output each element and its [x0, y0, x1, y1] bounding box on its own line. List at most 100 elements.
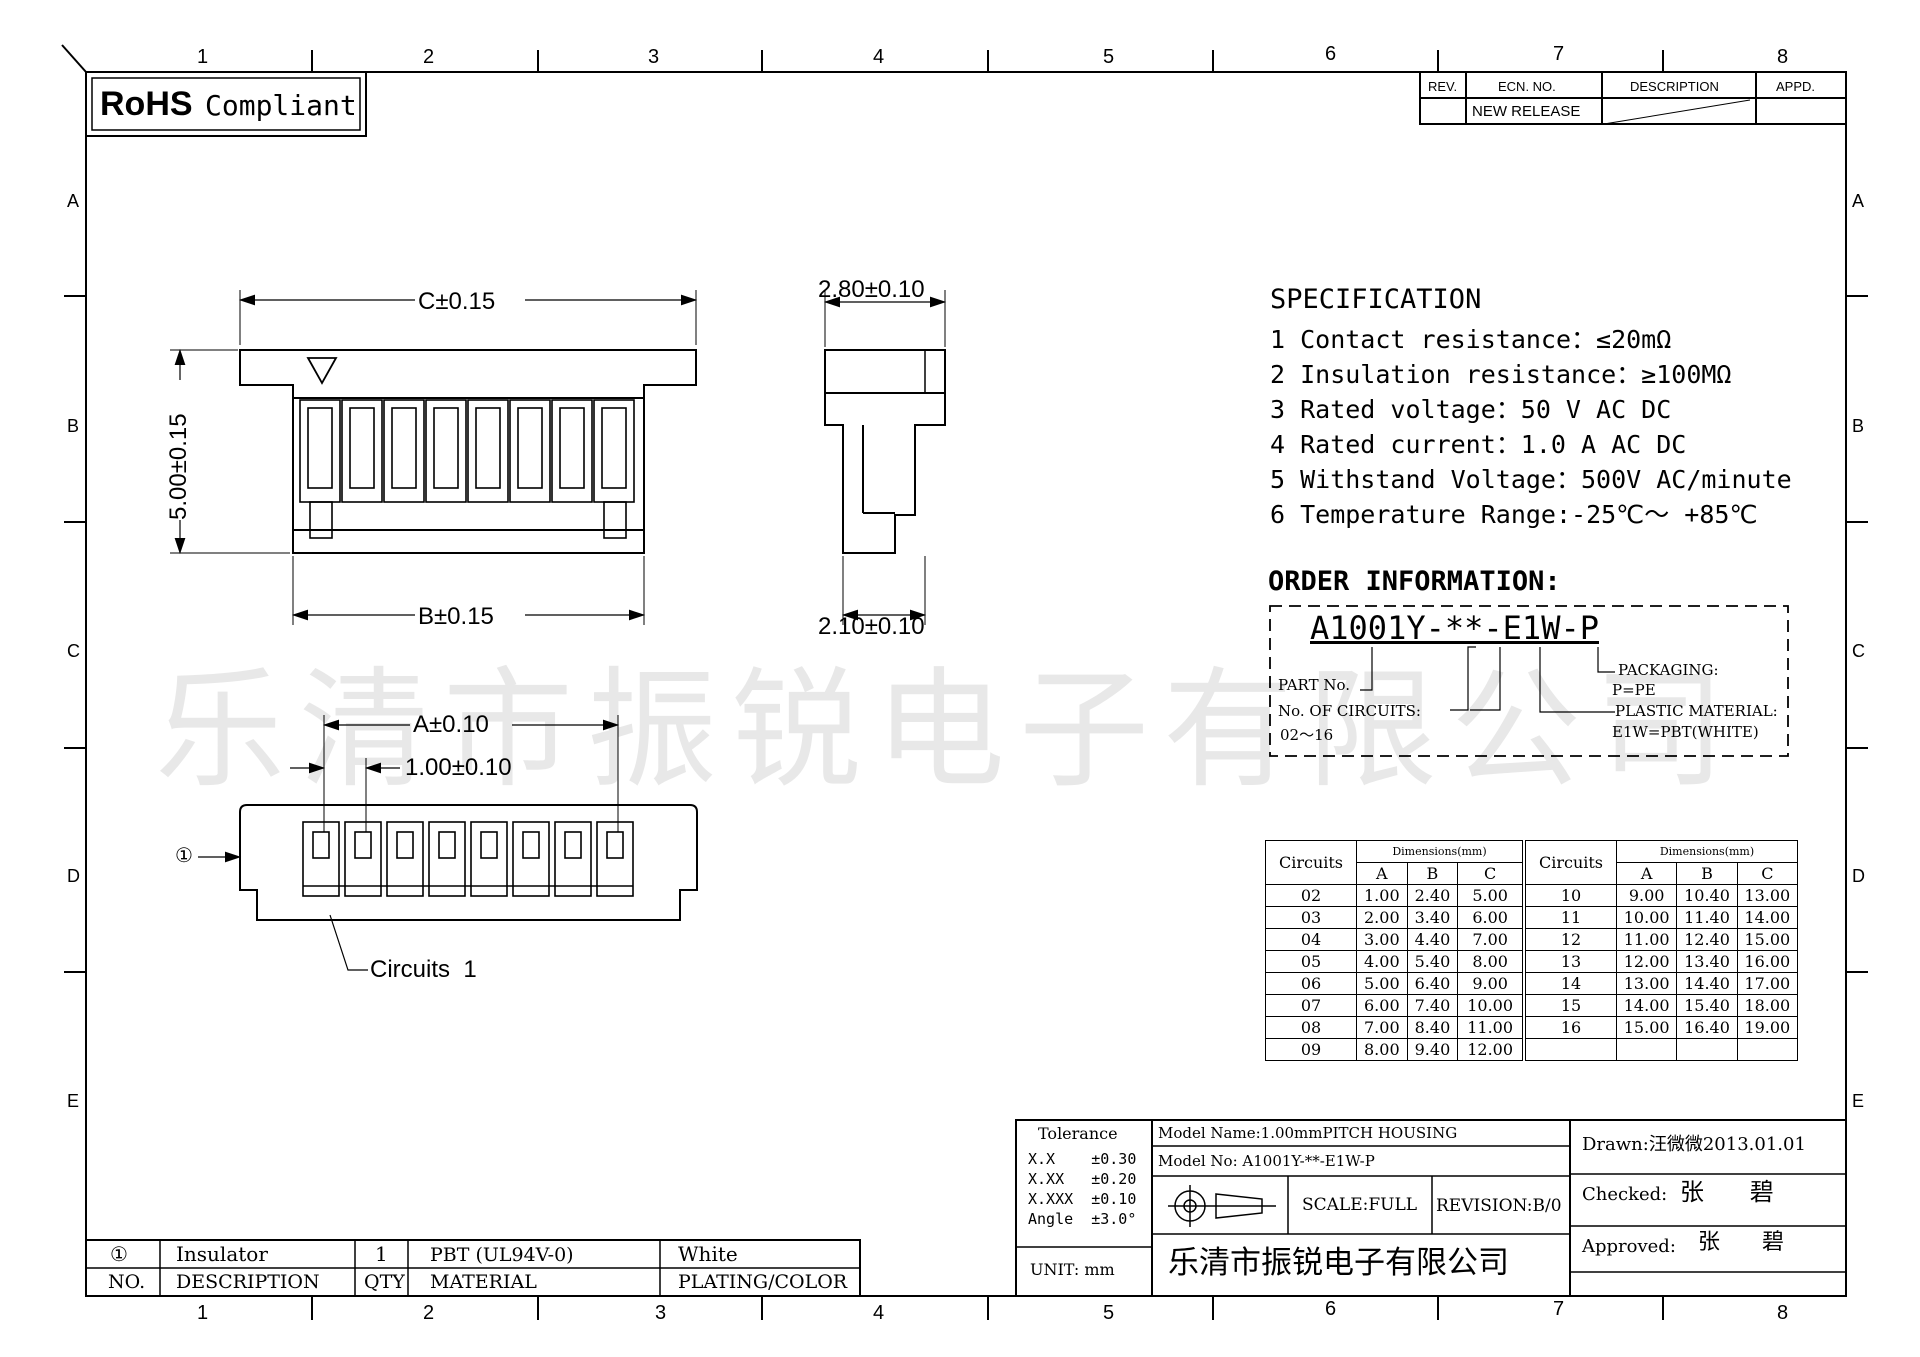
bottom-width-dimension: 2.10±0.10 [818, 613, 925, 640]
tolerance-title: Tolerance [1038, 1124, 1118, 1143]
order-info-title: ORDER INFORMATION: [1268, 566, 1561, 597]
dimension-cell: 5.00 [1356, 972, 1408, 995]
dimension-cell: 9.00 [1457, 972, 1523, 995]
dimension-cell: 14.00 [1615, 994, 1678, 1017]
c-dimension: C±0.15 [418, 288, 496, 315]
dimension-cell: 3.00 [1356, 928, 1408, 951]
dimension-cell: 7.00 [1457, 928, 1523, 951]
height-dimension: 5.00±0.15 [165, 413, 192, 520]
dimension-cell: 14.00 [1736, 906, 1799, 929]
zone-row-e-right: E [1852, 1091, 1865, 1111]
plastic-material-label: PLASTIC MATERIAL: [1615, 702, 1778, 720]
rohs-label: RoHS [100, 85, 193, 123]
dimension-cell: 12.00 [1615, 950, 1678, 973]
circuits-range: 02～16 [1280, 726, 1334, 744]
spec-item-1: 1 Contact resistance：≤20mΩ [1270, 325, 1672, 354]
dimension-cell: 12.00 [1457, 1038, 1523, 1061]
bom-no: ① [110, 1242, 128, 1266]
approved-label: Approved: [1582, 1236, 1676, 1257]
circuit-count-cell: 06 [1265, 972, 1357, 995]
dimension-cell: 19.00 [1736, 1016, 1799, 1039]
model-name: Model Name:1.00mmPITCH HOUSING [1158, 1124, 1458, 1142]
dimension-cell: 2.00 [1356, 906, 1408, 929]
dimension-cell: 15.40 [1676, 994, 1738, 1017]
dimension-cell: 8.00 [1356, 1038, 1408, 1061]
bom-material-header: MATERIAL [430, 1271, 537, 1293]
empty-cell [1525, 1038, 1617, 1061]
top-width-dimension: 2.80±0.10 [818, 276, 925, 303]
dimension-cell: 16.00 [1736, 950, 1799, 973]
zone-row-c: C [67, 641, 80, 661]
dimension-cell: 15.00 [1615, 1016, 1678, 1039]
bom-table-lines [85, 1239, 861, 1297]
revision-label: REVISION:B/0 [1436, 1196, 1562, 1216]
zone-col-4: 4 [873, 46, 885, 68]
spec-title: SPECIFICATION [1270, 284, 1482, 315]
tolerance-xxxx: X.XXX ±0.10 [1028, 1190, 1137, 1208]
title-block-lines [1015, 1119, 1847, 1297]
dimension-cell: 1.00 [1356, 884, 1408, 907]
bom-color-header: PLATING/COLOR [678, 1271, 848, 1293]
zone-col-6-bottom: 6 [1325, 1298, 1337, 1320]
circuits-header: Circuits [1265, 840, 1357, 885]
rohs-box [85, 71, 367, 137]
circuit-count-cell: 11 [1525, 906, 1617, 929]
front-view [170, 290, 698, 625]
circuit-count-cell: 10 [1525, 884, 1617, 907]
zone-col-1: 1 [197, 46, 209, 68]
dimension-cell: 6.00 [1356, 994, 1408, 1017]
circuit-count-cell: 08 [1265, 1016, 1357, 1039]
dimension-cell: 10.40 [1676, 884, 1738, 907]
circuit-count-cell: 14 [1525, 972, 1617, 995]
spec-item-5: 5 Withstand Voltage：500V AC/minute [1270, 465, 1792, 494]
dimension-cell: 18.00 [1736, 994, 1799, 1017]
dimension-cell: 13.40 [1676, 950, 1738, 973]
circuit-count-cell: 15 [1525, 994, 1617, 1017]
circuits-header: Circuits [1525, 840, 1617, 885]
col-c-header: C [1457, 862, 1523, 885]
spec-item-6: 6 Temperature Range:-25℃～ +85℃ [1270, 500, 1758, 529]
order-info-box [1269, 605, 1789, 757]
dimension-cell: 6.40 [1406, 972, 1459, 995]
dimension-cell: 3.40 [1406, 906, 1459, 929]
appd-header: APPD. [1776, 79, 1816, 94]
dimension-cell: 8.40 [1406, 1016, 1459, 1039]
zone-row-d: D [67, 866, 80, 886]
zone-row-a-right: A [1852, 191, 1865, 211]
zone-col-6: 6 [1325, 43, 1337, 65]
zone-col-5: 5 [1103, 46, 1115, 68]
dimension-cell: 5.40 [1406, 950, 1459, 973]
dimension-cell: 10.00 [1615, 906, 1678, 929]
dimension-cell: 11.00 [1615, 928, 1678, 951]
zone-col-3: 3 [648, 46, 660, 68]
ecn-header: ECN. NO. [1498, 79, 1556, 94]
dimension-cell: 7.40 [1406, 994, 1459, 1017]
side-view [823, 290, 947, 625]
dims-header: Dimensions(mm) [1356, 840, 1523, 863]
dimension-cell: 14.40 [1676, 972, 1738, 995]
zone-row-c-right: C [1852, 641, 1865, 661]
projection-symbol-icon [1168, 1185, 1276, 1227]
circuit-count-cell: 16 [1525, 1016, 1617, 1039]
col-a-header: A [1615, 862, 1678, 885]
bom-color: White [678, 1242, 738, 1266]
col-b-header: B [1676, 862, 1738, 885]
col-b-header: B [1406, 862, 1459, 885]
new-release-text: NEW RELEASE [1472, 103, 1581, 120]
dimension-cell: 11.00 [1457, 1016, 1523, 1039]
bom-description-header: DESCRIPTION [176, 1271, 320, 1293]
checked-label: Checked: [1582, 1184, 1668, 1205]
packaging-label: PACKAGING: [1618, 661, 1719, 679]
dims-header: Dimensions(mm) [1616, 840, 1798, 863]
checked-name: 张 碧 [1680, 1178, 1774, 1206]
zone-col-2-bottom: 2 [423, 1302, 435, 1324]
circuit-count-cell: 09 [1265, 1038, 1357, 1061]
